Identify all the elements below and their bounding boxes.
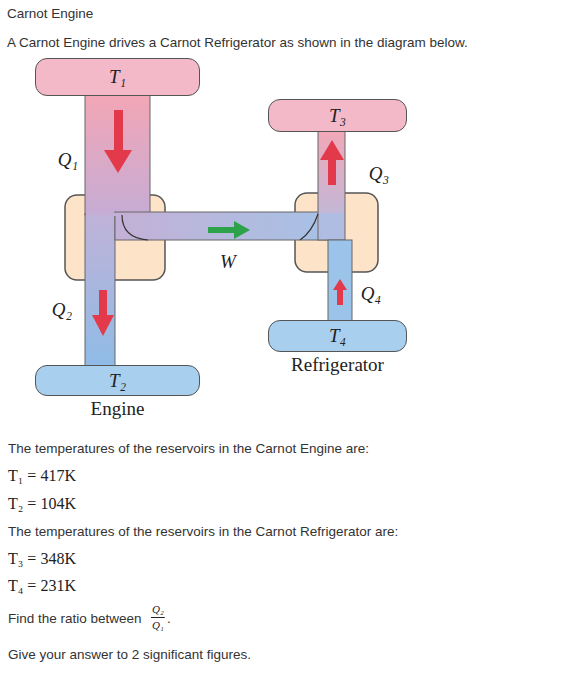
hot-reservoir: T₁ — [35, 58, 200, 96]
device-name: Refrigerator — [291, 354, 384, 376]
heat-band — [85, 95, 150, 215]
band-edge — [300, 214, 318, 240]
device-name: Engine — [91, 398, 145, 420]
question-text: Give your answer to 2 significant figure… — [8, 647, 251, 662]
band-edge — [122, 215, 148, 240]
given-value: T₄ = 231K — [8, 577, 76, 595]
reservoir-temperature: T₂ — [109, 370, 126, 392]
cold-reservoir: T₄Refrigerator — [268, 320, 407, 352]
work-band — [115, 212, 335, 240]
fraction-numerator: Q₂ — [152, 603, 164, 615]
question-text: The temperatures of the reservoirs in th… — [8, 441, 369, 456]
reservoir-temperature: T₁ — [109, 66, 126, 88]
heat-label: Q₄ — [361, 283, 381, 305]
punctuation: . — [167, 611, 171, 626]
hot-reservoir: T₃ — [268, 99, 407, 132]
heat-label: Q₂ — [52, 299, 72, 321]
work-arrow — [208, 221, 250, 239]
intro-text: A Carnot Engine drives a Carnot Refriger… — [7, 35, 468, 50]
heat-band — [85, 214, 115, 366]
band-join — [319, 213, 344, 239]
work-label: W — [220, 251, 236, 273]
heat-label: Q₃ — [369, 163, 389, 185]
heat-band — [318, 131, 345, 240]
fraction-bar — [151, 617, 165, 618]
fraction-denominator: Q₁ — [152, 619, 164, 631]
reservoir-temperature: T₃ — [329, 105, 346, 127]
reservoir-temperature: T₄ — [329, 325, 346, 347]
cold-reservoir: T₂Engine — [35, 365, 200, 396]
heat-band — [328, 240, 352, 321]
given-value: T₂ = 104K — [8, 495, 76, 513]
question-text: Find the ratio between — [8, 611, 142, 626]
heat-arrows — [92, 110, 347, 336]
given-value: T₁ = 417K — [8, 467, 76, 485]
heat-label: Q₁ — [58, 149, 78, 171]
given-value: T₃ = 348K — [8, 550, 76, 568]
page-title: Carnot Engine — [7, 6, 93, 21]
question-text: The temperatures of the reservoirs in th… — [8, 524, 398, 539]
band-join — [86, 213, 149, 216]
